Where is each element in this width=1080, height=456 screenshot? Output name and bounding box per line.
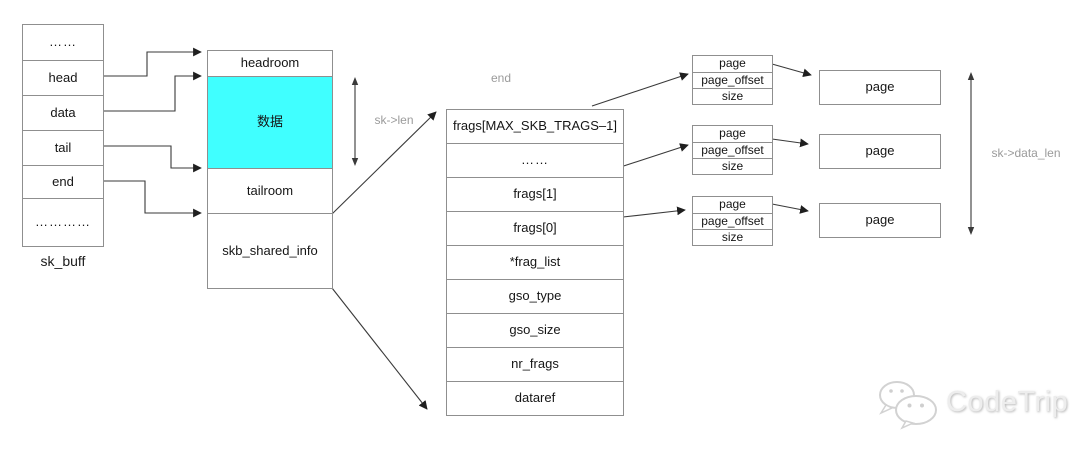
page-box-1: page: [819, 134, 941, 169]
sk-buff-struct: …… head data tail end …………: [22, 24, 104, 247]
headroom-box: headroom: [207, 50, 333, 77]
table-row-nr-frags: nr_frags: [446, 347, 624, 382]
skb-shared-info-box: skb_shared_info: [207, 213, 333, 289]
sk-buff-field-ellipsis-top: ……: [22, 24, 104, 61]
sk-buff-field-ellipsis-bottom: …………: [22, 198, 104, 247]
size-field: size: [692, 88, 773, 105]
page-field: page: [692, 196, 773, 214]
table-row-gso-type: gso_type: [446, 279, 624, 314]
skb-shared-info-table: frags[MAX_SKB_TRAGS–1] …… frags[1] frags…: [446, 109, 624, 416]
sk-len-label: sk->len: [374, 113, 414, 127]
size-field: size: [692, 229, 773, 246]
frag-descriptor-2: page page_offset size: [692, 196, 773, 246]
table-row-gso-size: gso_size: [446, 313, 624, 348]
skb-data-buffer: headroom 数据 tailroom skb_shared_info: [207, 50, 333, 289]
frag-descriptor-1: page page_offset size: [692, 125, 773, 175]
table-row-frags-0: frags[0]: [446, 211, 624, 246]
sk-buff-field-tail: tail: [22, 130, 104, 166]
end-pointer-label: end: [490, 71, 512, 85]
page-offset-field: page_offset: [692, 142, 773, 159]
table-row-frags-1: frags[1]: [446, 177, 624, 212]
sk-buff-label: sk_buff: [40, 253, 86, 269]
page-box-0: page: [819, 70, 941, 105]
data-box: 数据: [207, 76, 333, 169]
wechat-logo-icon: [879, 381, 937, 430]
page-field: page: [692, 55, 773, 73]
table-row-dataref: dataref: [446, 381, 624, 416]
sk-buff-field-data: data: [22, 95, 104, 131]
page-offset-field: page_offset: [692, 213, 773, 230]
sk-buff-field-head: head: [22, 60, 104, 96]
tailroom-box: tailroom: [207, 168, 333, 214]
page-box-2: page: [819, 203, 941, 238]
table-row-ellipsis: ……: [446, 143, 624, 178]
page-offset-field: page_offset: [692, 72, 773, 89]
sk-buff-field-end: end: [22, 165, 104, 199]
watermark-text: CodeTrip: [946, 385, 1069, 418]
watermark: CodeTrip: [872, 374, 1068, 430]
page-field: page: [692, 125, 773, 143]
table-row-frags-max: frags[MAX_SKB_TRAGS–1]: [446, 109, 624, 144]
table-row-frag-list: *frag_list: [446, 245, 624, 280]
sk-data-len-label: sk->data_len: [991, 146, 1061, 160]
size-field: size: [692, 158, 773, 175]
frag-descriptor-0: page page_offset size: [692, 55, 773, 105]
